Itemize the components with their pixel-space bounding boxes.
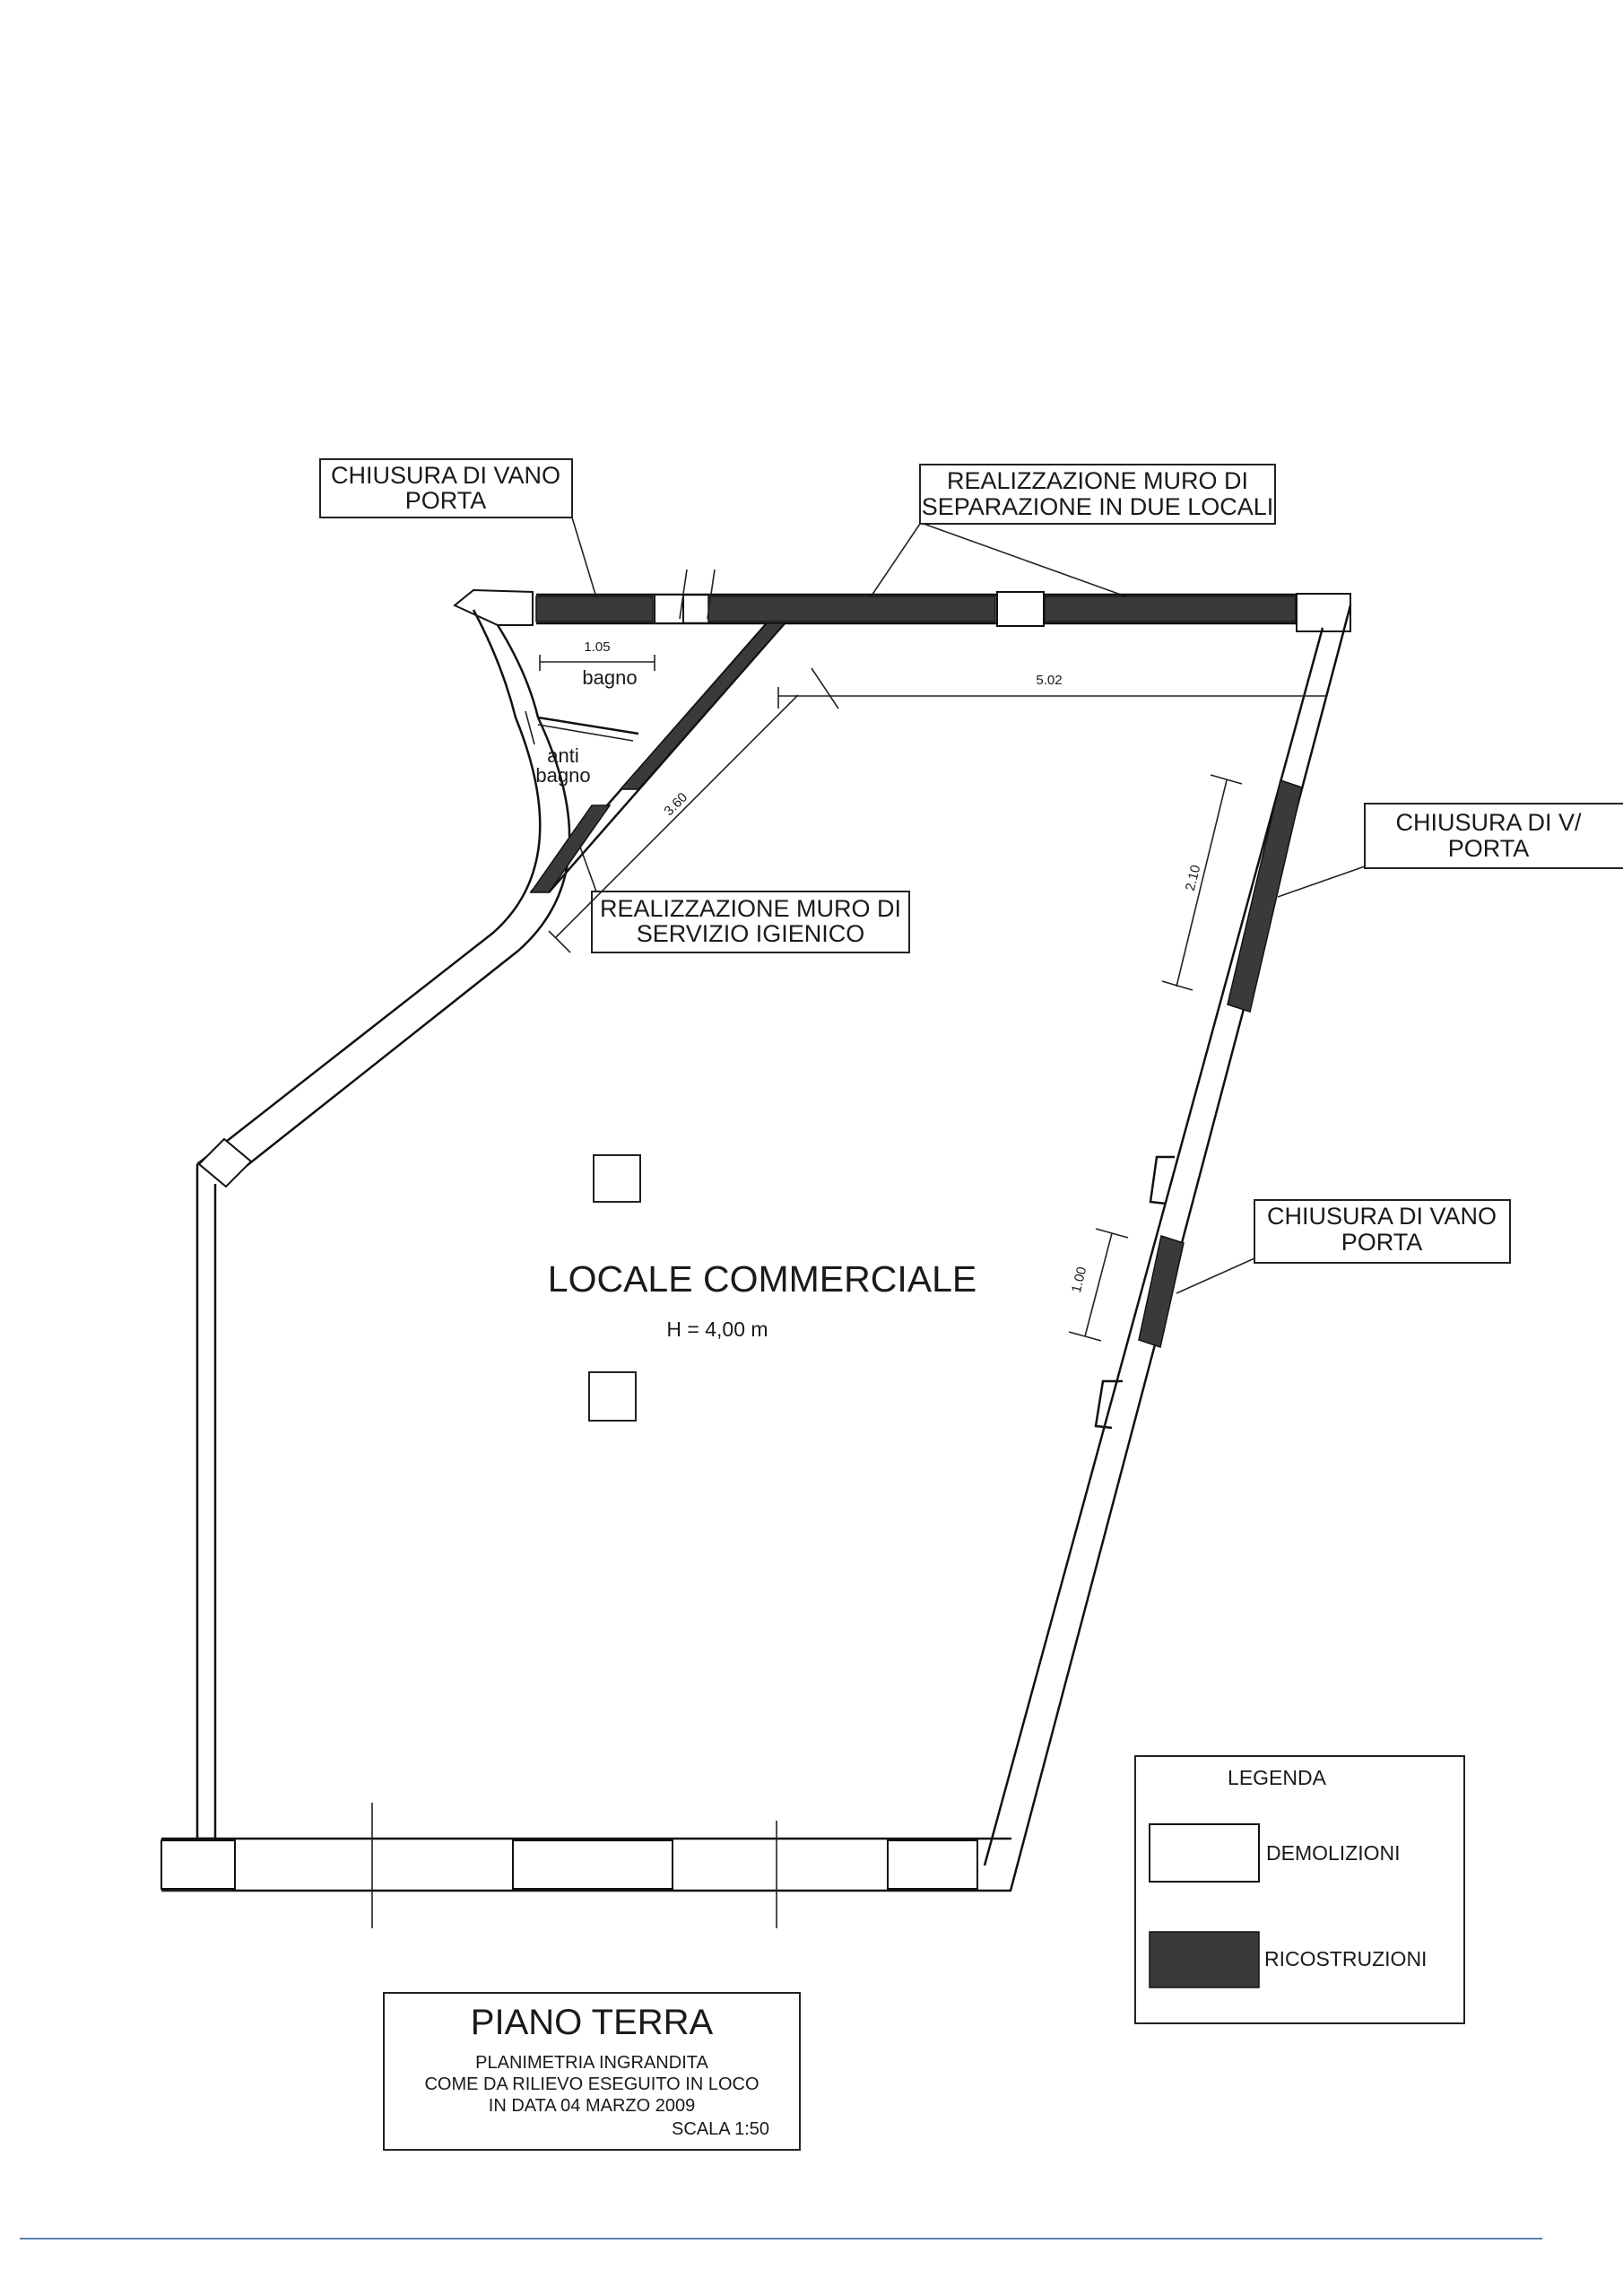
- legend: LEGENDA DEMOLIZIONI RICOSTRUZIONI: [1134, 1755, 1465, 2024]
- callout-wall-bathroom: REALIZZAZIONE MURO DI SERVIZIO IGIENICO: [573, 829, 910, 953]
- callout-line-1: REALIZZAZIONE MURO DI: [600, 895, 901, 922]
- column-upper: [593, 1154, 641, 1203]
- callout-wall-separation: REALIZZAZIONE MURO DI SEPARAZIONE IN DUE…: [867, 464, 1276, 604]
- legend-label-ricostruzioni: RICOSTRUZIONI: [1264, 1947, 1427, 1970]
- dimension-value: 1.05: [584, 639, 610, 655]
- callout-door-right-lower: CHIUSURA DI VANO PORTA: [1176, 1199, 1511, 1294]
- legend-label-demolizioni: DEMOLIZIONI: [1266, 1841, 1401, 1865]
- title-block-title: PIANO TERRA: [471, 2003, 714, 2042]
- exterior-walls: [161, 569, 1352, 1928]
- room-label-bagno: bagno: [582, 666, 637, 689]
- dimension-value: 2.10: [1183, 864, 1204, 892]
- title-block-line-3: IN DATA 04 MARZO 2009: [489, 2096, 695, 2116]
- callout-line-1: CHIUSURA DI VANO: [331, 462, 560, 489]
- callout-line-2: PORTA: [1448, 835, 1530, 862]
- title-block: PIANO TERRA PLANIMETRIA INGRANDITA COME …: [383, 1992, 801, 2151]
- callout-line-1: REALIZZAZIONE MURO DI: [947, 467, 1248, 494]
- callout-line-2: SERVIZIO IGIENICO: [637, 920, 865, 947]
- room-label-main: LOCALE COMMERCIALE: [548, 1258, 976, 1300]
- dimension-bagno-width: 1.05: [539, 639, 655, 671]
- dimension-door-lower: 1.00: [1068, 1228, 1129, 1342]
- title-block-scale: SCALA 1:50: [672, 2119, 769, 2139]
- dimension-value: 1.00: [1069, 1265, 1090, 1294]
- room-label-antibagno: bagno: [535, 764, 590, 787]
- title-block-line-1: PLANIMETRIA INGRANDITA: [475, 2053, 708, 2073]
- callout-line-1: CHIUSURA DI VANO: [1267, 1203, 1497, 1230]
- title-block-line-2: COME DA RILIEVO ESEGUITO IN LOCO: [424, 2074, 759, 2094]
- room-label-anti: anti: [547, 744, 578, 767]
- legend-title: LEGENDA: [1228, 1766, 1327, 1789]
- bathroom-partition: [525, 622, 786, 893]
- dimension-value: 5.02: [1036, 673, 1062, 688]
- column-lower: [588, 1371, 637, 1422]
- dimension-top-run: 5.02: [777, 667, 1325, 709]
- callout-line-2: SEPARAZIONE IN DUE LOCALI: [922, 493, 1274, 520]
- dimension-door-upper: 2.10: [1161, 774, 1243, 991]
- legend-swatch-ricostruzioni: [1149, 1931, 1260, 1988]
- callout-line-2: PORTA: [1341, 1229, 1423, 1256]
- dimension-value: 3.60: [661, 789, 690, 819]
- callout-door-top-left: CHIUSURA DI VANO PORTA: [319, 458, 597, 598]
- callout-line-2: PORTA: [405, 487, 487, 514]
- callout-line-1: CHIUSURA DI V/: [1395, 809, 1582, 836]
- callout-door-right-upper: CHIUSURA DI V/ PORTA: [1277, 803, 1623, 898]
- legend-swatch-demolizioni: [1149, 1823, 1260, 1883]
- room-height-label: H = 4,00 m: [666, 1318, 768, 1341]
